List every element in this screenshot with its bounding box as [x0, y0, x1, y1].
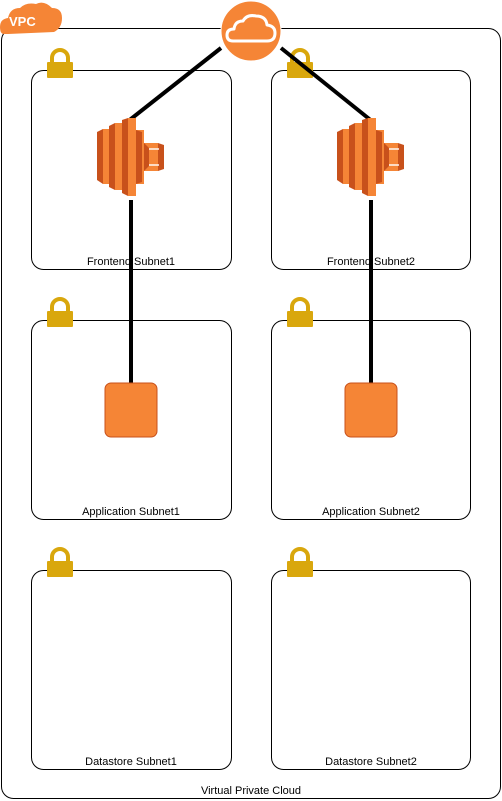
gateway-to-elb1-line: [125, 46, 223, 124]
lock-icon: [285, 547, 315, 579]
frontend-subnet1-label: Frontend Subnet1: [87, 256, 175, 268]
datastore-subnet1-label: Datastore Subnet1: [85, 756, 177, 768]
lock-icon: [45, 48, 75, 80]
vpc-badge-label: VPC: [9, 14, 36, 29]
lock-icon: [45, 547, 75, 579]
gateway-to-elb2-line: [279, 46, 375, 124]
application-subnet2-label: Application Subnet2: [322, 506, 420, 518]
datastore-subnet1-box: [31, 570, 232, 770]
vpc-cloud-icon: [0, 2, 62, 35]
vpc-label: Virtual Private Cloud: [201, 785, 301, 797]
lock-icon: [45, 297, 75, 329]
internet-gateway-icon: [220, 0, 282, 62]
lock-icon: [285, 297, 315, 329]
application-subnet1-label: Application Subnet1: [82, 506, 180, 518]
frontend-subnet2-label: Frontend Subnet2: [327, 256, 415, 268]
ec2-instance-icon: [344, 382, 398, 438]
ec2-instance-icon: [104, 382, 158, 438]
datastore-subnet2-box: [271, 570, 471, 770]
datastore-subnet2-label: Datastore Subnet2: [325, 756, 417, 768]
